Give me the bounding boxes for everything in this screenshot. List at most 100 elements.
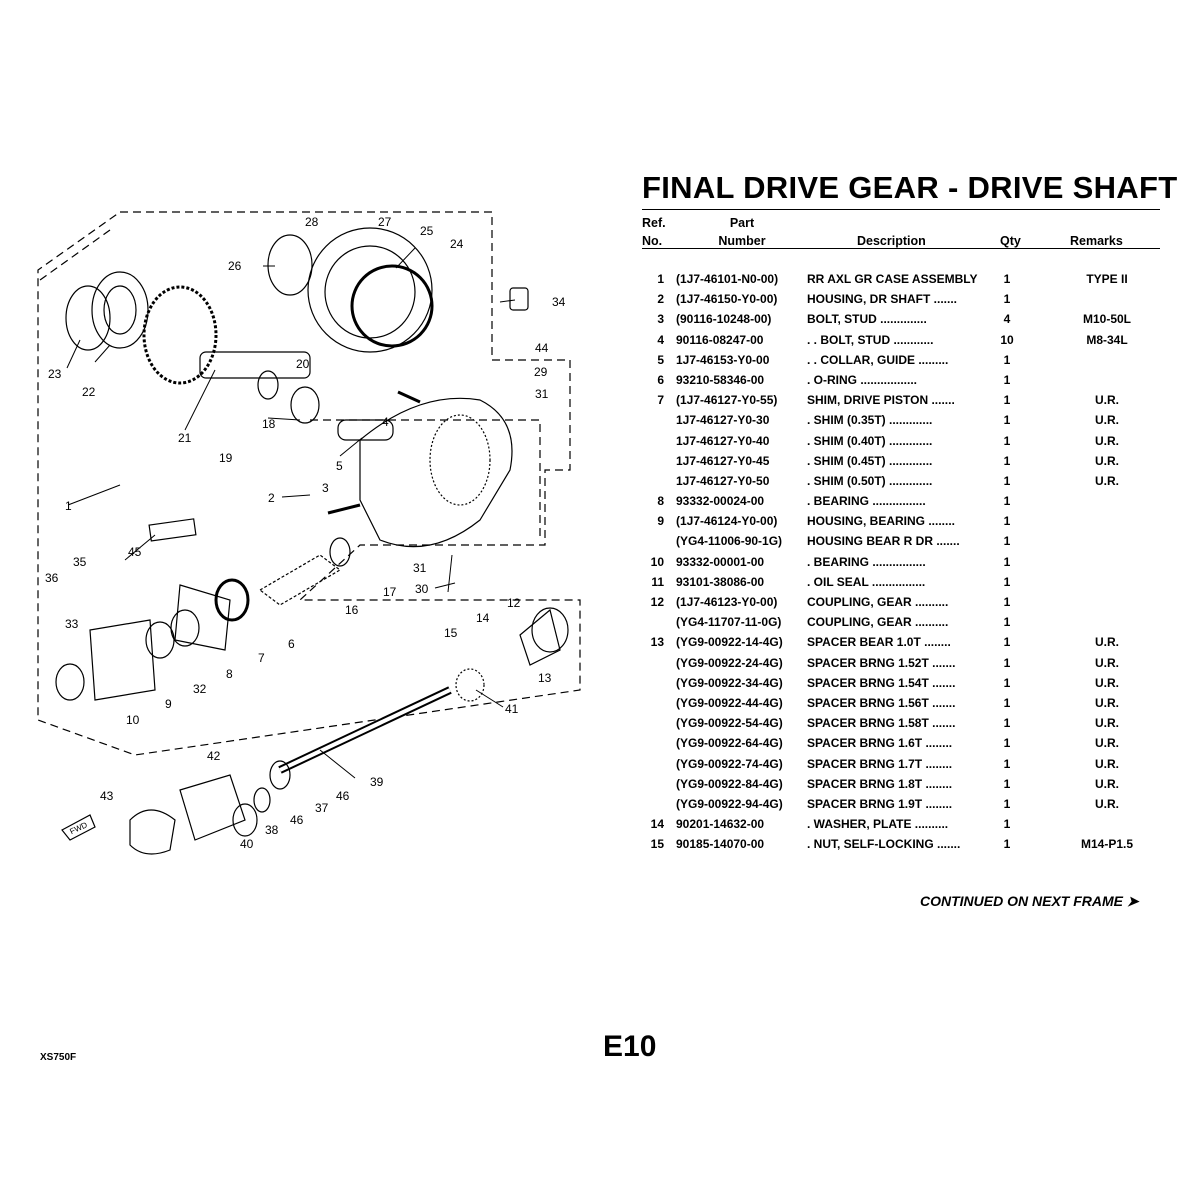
- remarks: U.R.: [1095, 695, 1119, 710]
- table-row: (YG9-00922-44-4G)SPACER BRNG 1.56T .....…: [642, 694, 1162, 714]
- ref-number: 15: [650, 837, 664, 852]
- continued-next-frame-link[interactable]: CONTINUED ON NEXT FRAME ➤: [920, 893, 1139, 909]
- callout-34: 34: [552, 295, 566, 309]
- part-description: RR AXL GR CASE ASSEMBLY: [807, 272, 978, 286]
- callout-42: 42: [207, 749, 221, 763]
- callout-9: 9: [165, 697, 172, 711]
- ref-number: 5: [657, 352, 664, 367]
- bearing-22: [91, 271, 149, 349]
- callout-18: 18: [262, 417, 276, 431]
- quantity: 1: [1003, 675, 1011, 690]
- quantity: 4: [1003, 312, 1011, 327]
- part-description: SPACER BRNG 1.54T .......: [807, 675, 956, 690]
- callout-17: 17: [383, 585, 397, 599]
- ref-number: 3: [657, 312, 664, 327]
- part-number: (1J7-46123-Y0-00): [676, 595, 778, 609]
- callout-21: 21: [178, 431, 192, 445]
- remarks: U.R.: [1095, 796, 1119, 811]
- table-row: (YG4-11006-90-1G)HOUSING BEAR R DR .....…: [642, 532, 1162, 552]
- part-description: SPACER BEAR 1.0T ........: [807, 635, 951, 650]
- oil-seal-10: [55, 663, 85, 701]
- table-row: (YG9-00922-54-4G) SPACER BRNG 1.58T .....…: [642, 714, 1162, 734]
- remarks: U.R.: [1095, 433, 1119, 448]
- gasket-45: [148, 518, 197, 542]
- callout-15: 15: [444, 626, 458, 640]
- fwd-label: FWD: [68, 820, 89, 836]
- callout-12: 12: [507, 596, 521, 610]
- part-number: (1J7-46127-Y0-55): [676, 393, 778, 408]
- part-number: (YG9-00922-54-4G): [676, 716, 783, 731]
- callout-32: 32: [193, 682, 207, 696]
- remarks: M14-P1.5: [1080, 837, 1134, 852]
- callout-4: 4: [382, 415, 389, 429]
- callout-8: 8: [226, 667, 233, 681]
- exploded-parts-diagram: 1 2 3 4 5 6 7 8 9 10 12 13 14 15 16 17 1…: [37, 211, 581, 855]
- remarks: U.R.: [1095, 635, 1119, 650]
- part-description: . OIL SEAL ................: [807, 574, 926, 589]
- part-number: 1J7-46127-Y0-50: [676, 473, 770, 488]
- part-description: . . COLLAR, GUIDE .........: [807, 352, 949, 367]
- quantity: 1: [1003, 554, 1011, 569]
- quantity: 1: [1003, 615, 1011, 630]
- quantity: 1: [1003, 393, 1011, 408]
- callout-1: 1: [65, 499, 72, 513]
- part-description: BOLT, STUD ..............: [807, 312, 927, 327]
- callout-23: 23: [48, 367, 62, 381]
- quantity: 1: [1003, 494, 1011, 509]
- remarks: U.R.: [1095, 675, 1119, 690]
- ref-number: 11: [651, 574, 664, 589]
- part-number: (YG9-00922-84-4G): [676, 776, 783, 791]
- quantity: 1: [1003, 837, 1011, 852]
- callout-35: 35: [73, 555, 87, 569]
- ring-gear: [142, 285, 218, 385]
- stud-bolt-4: [397, 390, 421, 404]
- quantity: 1: [1003, 433, 1011, 448]
- ref-number: 13: [650, 635, 664, 650]
- quantity: 1: [1003, 453, 1011, 468]
- part-number: 1J7-46127-Y0-45: [676, 453, 770, 468]
- part-description: COUPLING, GEAR ..........: [807, 595, 949, 609]
- callout-26: 26: [228, 259, 242, 273]
- quantity: 1: [1003, 595, 1011, 609]
- header-remarks: Remarks: [1070, 234, 1123, 248]
- table-row: 1(1J7-46101-N0-00)RR AXL GR CASE ASSEMBL…: [642, 270, 1162, 290]
- washer-38: [253, 787, 271, 813]
- remarks: U.R.: [1095, 716, 1119, 731]
- callout-39: 39: [370, 775, 384, 789]
- callout-16: 16: [345, 603, 359, 617]
- header-part-line1: Part: [729, 216, 755, 230]
- fwd-arrow-icon: [61, 814, 96, 841]
- remarks: U.R.: [1095, 776, 1119, 791]
- remarks: U.R.: [1095, 413, 1119, 428]
- part-number: (YG4-11006-90-1G): [676, 534, 783, 549]
- table-row: 2(1J7-46150-Y0-00)HOUSING, DR SHAFT ....…: [642, 290, 1162, 310]
- table-row: 13(YG9-00922-14-4G)SPACER BEAR 1.0T ....…: [642, 633, 1162, 653]
- pinion-gear: [258, 554, 342, 606]
- part-description: . SHIM (0.40T) .............: [807, 433, 933, 448]
- ref-number: 4: [657, 332, 664, 347]
- coupling-12: [531, 607, 569, 653]
- part-description: SPACER BRNG 1.6T ........: [807, 736, 953, 751]
- remarks: U.R.: [1095, 655, 1119, 670]
- part-number: 90185-14070-00: [676, 837, 765, 852]
- callout-5: 5: [336, 459, 343, 473]
- table-row: (YG9-00922-64-4G) SPACER BRNG 1.6T ......…: [642, 734, 1162, 754]
- callout-30: 30: [415, 582, 429, 596]
- bearing-37: [269, 760, 291, 790]
- callout-37: 37: [315, 801, 329, 815]
- callout-20: 20: [296, 357, 310, 371]
- callout-13: 13: [538, 671, 552, 685]
- table-row: 9(1J7-46124-Y0-00)HOUSING, BEARING .....…: [642, 512, 1162, 532]
- table-row: 1J7-46127-Y0-30. SHIM (0.35T) ..........…: [642, 411, 1162, 431]
- callout-40: 40: [240, 837, 254, 851]
- part-number: (YG9-00922-64-4G): [676, 736, 783, 751]
- quantity: 1: [1003, 756, 1011, 771]
- callout-19: 19: [219, 451, 233, 465]
- part-description: SPACER BRNG 1.58T .......: [807, 716, 956, 731]
- bearing-8: [170, 609, 200, 647]
- race-23: [65, 285, 111, 351]
- quantity: 1: [1003, 413, 1011, 428]
